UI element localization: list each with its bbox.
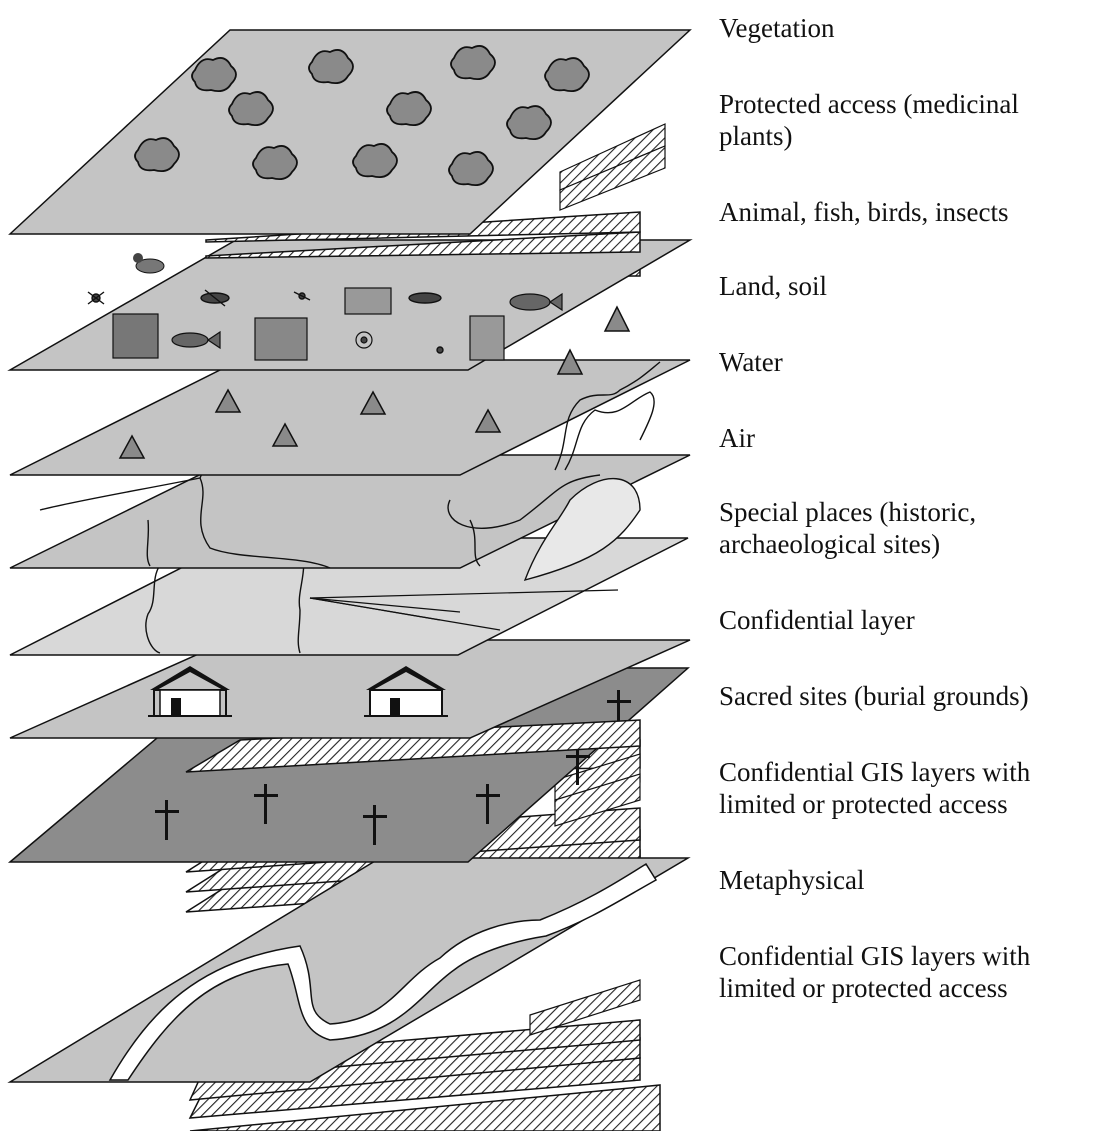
label-animal: Animal, fish, birds, insects bbox=[719, 196, 1089, 228]
label-protected-access: Protected access (medicinal plants) bbox=[719, 88, 1089, 152]
label-land: Land, soil bbox=[719, 270, 1089, 302]
label-special-places: Special places (historic, archaeological… bbox=[719, 496, 1089, 560]
label-vegetation: Vegetation bbox=[719, 12, 1089, 44]
label-water: Water bbox=[719, 346, 1089, 378]
label-metaphysical: Metaphysical bbox=[719, 864, 1089, 896]
animal-layer bbox=[10, 240, 690, 370]
label-sacred-sites: Sacred sites (burial grounds) bbox=[719, 680, 1089, 712]
label-confidential-layer: Confidential layer bbox=[719, 604, 1089, 636]
duck-icon bbox=[133, 253, 164, 273]
label-confidential-gis-1: Confidential GIS layers with limited or … bbox=[719, 756, 1089, 820]
label-confidential-gis-2: Confidential GIS layers with limited or … bbox=[719, 940, 1089, 1004]
label-air: Air bbox=[719, 422, 1089, 454]
vegetation-layer bbox=[10, 30, 690, 234]
